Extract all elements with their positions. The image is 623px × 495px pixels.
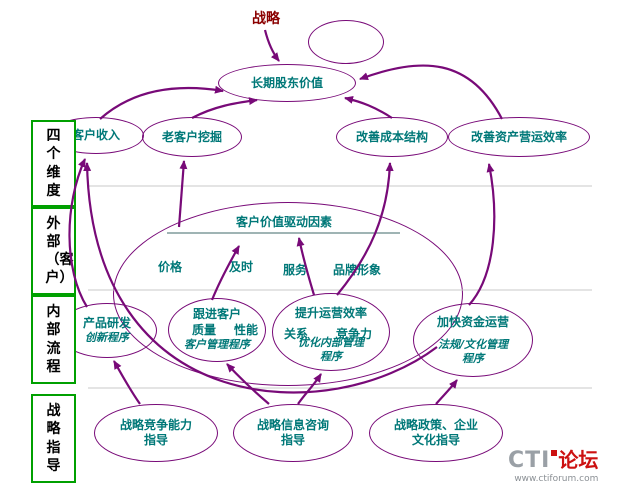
node-subgroup: 法规/文化管理 程序 <box>438 338 508 366</box>
node-sublabel: 法规/文化管理 <box>437 338 509 351</box>
node-old-customer-mining: 老客户挖掘 <box>142 117 242 157</box>
perspective-box-dimensions: 四个维度 <box>31 120 76 207</box>
node-label: 改善资产营运效率 <box>470 129 567 144</box>
node-label: 战略竞争能力 <box>119 418 192 432</box>
arrow-strategy-to-shareholder <box>263 29 280 62</box>
attr-brand: 品牌形象 <box>333 263 382 277</box>
perspective-label: 内部流程 <box>46 304 61 375</box>
node-label: 改善成本结构 <box>355 129 428 144</box>
arrow-revenue-to-shareholder <box>99 85 224 120</box>
perspective-box-internal-process: 内部流程 <box>31 295 76 384</box>
node-sublabel: 优化内部管理 <box>298 336 364 349</box>
node-sublabel2: 程序 <box>320 349 342 363</box>
node-sublabel: 客户管理程序 <box>184 338 250 352</box>
attr-service: 服务 <box>283 263 308 277</box>
node-follow-customer: 跟进客户 客户管理程序 <box>168 298 266 362</box>
strategy-title: 战略 <box>252 11 280 27</box>
logo-red-square <box>551 450 558 456</box>
node-label: 战略信息咨询 <box>256 418 329 432</box>
arrow-asset-to-shareholder <box>359 64 503 120</box>
node-empty-ellipse <box>308 20 384 64</box>
arrow-capital-to-asset <box>468 163 496 306</box>
node-subgroup: 优化内部管理 程序 <box>298 336 364 364</box>
node-sublabel2: 程序 <box>462 351 484 365</box>
logo-cti: CTI <box>508 448 551 473</box>
node-label: 战略政策、企业 <box>393 418 478 432</box>
perspective-label: 外部（客户） <box>45 215 74 287</box>
customer-value-drivers-title: 客户价值驱动因素 <box>235 215 332 229</box>
perspective-label: 四个维度 <box>46 128 61 199</box>
node-label2: 指导 <box>280 433 305 447</box>
node-guide-information: 战略信息咨询 指导 <box>233 404 353 462</box>
node-improve-operations: 提升运营效率 优化内部管理 程序 <box>272 293 390 371</box>
node-label: 加快资金运营 <box>436 315 509 329</box>
logo-forum: 论坛 <box>558 448 599 472</box>
node-label2: 指导 <box>143 433 168 447</box>
arrow-drivers-to-mining <box>177 160 188 228</box>
node-label: 产品研发 <box>82 316 131 331</box>
node-label: 提升运营效率 <box>294 306 367 320</box>
perspective-box-external-customer: 外部（客户） <box>31 207 76 295</box>
perspective-label: 战略指导 <box>46 403 61 474</box>
node-guide-policy-culture: 战略政策、企业 文化指导 <box>369 404 503 462</box>
node-sublabel: 创新程序 <box>85 331 129 345</box>
node-shareholder-value: 长期股东价值 <box>218 64 356 102</box>
cti-forum-watermark: CTI 论坛 www.ctiforum.com <box>508 450 598 484</box>
node-improve-asset-efficiency: 改善资产营运效率 <box>448 117 590 157</box>
node-label: 客户收入 <box>71 128 120 142</box>
attr-price: 价格 <box>158 260 183 274</box>
node-improve-cost-structure: 改善成本结构 <box>336 117 448 157</box>
arrow-guide1-to-rd <box>113 360 141 405</box>
node-guide-competitive: 战略竞争能力 指导 <box>94 404 218 462</box>
node-label: 老客户挖掘 <box>161 129 222 144</box>
perspective-box-strategic-guidance: 战略指导 <box>31 394 76 483</box>
arrow-mining-to-shareholder <box>191 97 258 119</box>
node-speed-capital-operations: 加快资金运营 法规/文化管理 程序 <box>413 303 533 377</box>
logo-text: CTI 论坛 <box>508 450 598 472</box>
node-label: 跟进客户 <box>192 307 241 321</box>
logo-url: www.ctiforum.com <box>514 474 599 484</box>
arrow-cost-to-shareholder <box>344 95 393 119</box>
node-label: 长期股东价值 <box>250 75 323 90</box>
attr-timely: 及时 <box>229 260 254 274</box>
arrow-guide3-to-capital <box>435 379 458 405</box>
node-label2: 文化指导 <box>411 433 460 447</box>
